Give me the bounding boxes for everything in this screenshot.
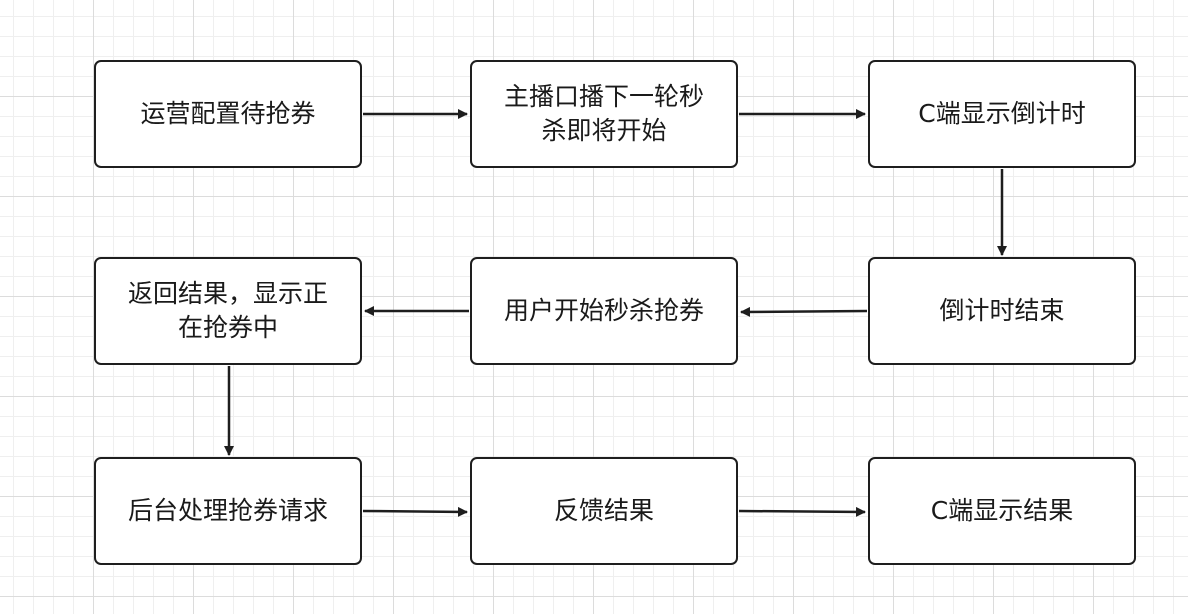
node-label: 倒计时结束 <box>939 296 1065 325</box>
node-configure-coupons[interactable]: 运营配置待抢券 <box>94 60 362 168</box>
node-client-show-result[interactable]: C端显示结果 <box>868 457 1136 565</box>
arrow-n8-to-n9 <box>738 506 866 517</box>
node-feedback-result[interactable]: 反馈结果 <box>470 457 738 565</box>
arrow-n7-to-n8 <box>362 506 468 517</box>
node-user-grabs-coupon[interactable]: 用户开始秒杀抢券 <box>470 257 738 365</box>
node-label: 用户开始秒杀抢券 <box>503 296 704 325</box>
node-countdown-ends[interactable]: 倒计时结束 <box>868 257 1136 365</box>
node-label: 主播口播下一轮秒杀即将开始 <box>503 82 704 145</box>
node-label: 反馈结果 <box>553 496 654 525</box>
node-backend-processing[interactable]: 后台处理抢券请求 <box>94 457 362 565</box>
node-label: 后台处理抢券请求 <box>127 496 328 525</box>
node-label: C端显示结果 <box>930 496 1074 525</box>
node-label: 返回结果，显示正在抢券中 <box>127 279 328 342</box>
node-host-announcement[interactable]: 主播口播下一轮秒杀即将开始 <box>470 60 738 168</box>
node-return-grabbing-status[interactable]: 返回结果，显示正在抢券中 <box>94 257 362 365</box>
node-label: 运营配置待抢券 <box>140 99 316 128</box>
arrow-n4-to-n5 <box>740 306 868 317</box>
node-label: C端显示倒计时 <box>918 99 1086 128</box>
node-client-countdown[interactable]: C端显示倒计时 <box>868 60 1136 168</box>
